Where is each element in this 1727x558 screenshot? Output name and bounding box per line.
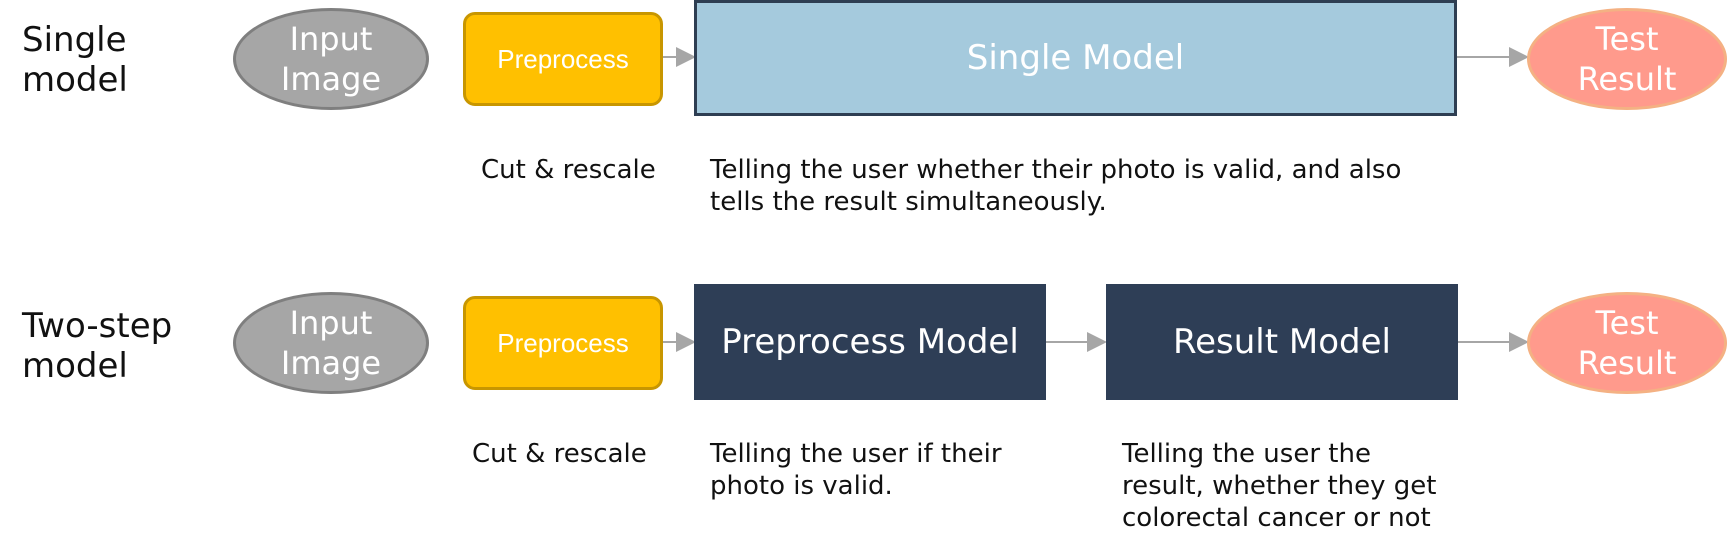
preprocess-node-two-step: Preprocess bbox=[463, 296, 663, 390]
input-image-node-two-step: Input Image bbox=[233, 292, 429, 394]
preprocess-model-desc-line1: Telling the user if their bbox=[710, 439, 1002, 469]
preprocess-node-single: Preprocess bbox=[463, 12, 663, 106]
preprocess-model-desc-line2: photo is valid. bbox=[710, 471, 893, 501]
row-label-two-step-line1: Two-step bbox=[22, 306, 173, 346]
test-result-line1: Test bbox=[1595, 304, 1659, 342]
input-image-line1: Input bbox=[289, 20, 373, 58]
test-result-node-two-step: Test Result bbox=[1527, 292, 1727, 394]
result-model-desc: Telling the user the result, whether the… bbox=[1122, 438, 1436, 534]
preprocess-model-node: Preprocess Model bbox=[694, 284, 1046, 400]
single-model-desc: Telling the user whether their photo is … bbox=[710, 154, 1401, 218]
test-result-line2: Result bbox=[1577, 60, 1677, 98]
input-image-node-single: Input Image bbox=[233, 8, 429, 110]
input-image-line1: Input bbox=[289, 304, 373, 342]
preprocess-label: Preprocess bbox=[497, 327, 629, 358]
result-model-label: Result Model bbox=[1173, 322, 1391, 362]
result-model-node: Result Model bbox=[1106, 284, 1458, 400]
row-label-two-step: Two-step model bbox=[22, 306, 172, 386]
input-image-line2: Image bbox=[280, 344, 382, 382]
result-model-desc-line3: colorectal cancer or not bbox=[1122, 503, 1431, 533]
single-model-node: Single Model bbox=[694, 0, 1457, 116]
preprocess-model-label: Preprocess Model bbox=[721, 322, 1019, 362]
test-result-line2: Result bbox=[1577, 344, 1677, 382]
input-image-line2: Image bbox=[280, 60, 382, 98]
result-model-desc-line1: Telling the user the bbox=[1122, 439, 1371, 469]
preprocess-model-desc: Telling the user if their photo is valid… bbox=[710, 438, 1002, 502]
row-label-single-line1: Single bbox=[22, 20, 127, 60]
single-model-desc-line1: Telling the user whether their photo is … bbox=[710, 155, 1402, 185]
test-result-line1: Test bbox=[1595, 20, 1659, 58]
result-model-desc-line2: result, whether they get bbox=[1122, 471, 1437, 501]
preprocess-desc-two-step: Cut & rescale bbox=[472, 439, 647, 469]
row-label-two-step-line2: model bbox=[22, 346, 128, 386]
row-label-single: Single model bbox=[22, 20, 128, 100]
single-model-label: Single Model bbox=[966, 38, 1185, 78]
row-label-single-line2: model bbox=[22, 60, 128, 100]
preprocess-label: Preprocess bbox=[497, 43, 629, 74]
preprocess-desc-single: Cut & rescale bbox=[481, 155, 656, 185]
test-result-node-single: Test Result bbox=[1527, 8, 1727, 110]
single-model-desc-line2: tells the result simultaneously. bbox=[710, 187, 1107, 217]
